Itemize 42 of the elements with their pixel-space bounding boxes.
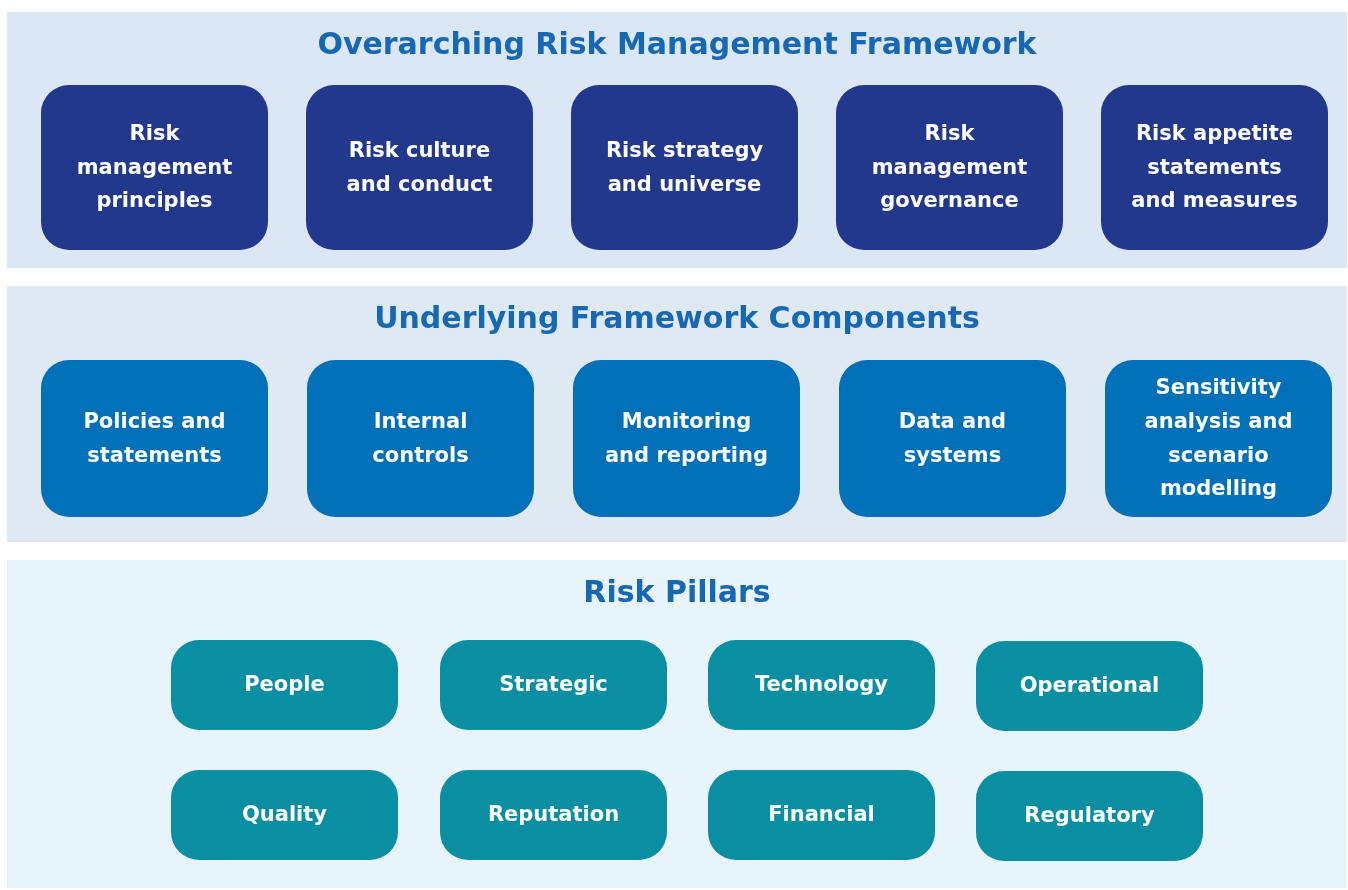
component-box — [41, 360, 268, 517]
component-label: Strategic — [499, 671, 608, 699]
component-label: Regulatory — [1024, 802, 1155, 830]
component-label: Financial — [768, 801, 875, 829]
section-band — [7, 286, 1347, 542]
component-box — [307, 360, 534, 517]
component-label: Technology — [755, 671, 888, 699]
component-box — [708, 640, 935, 730]
component-label: People — [244, 671, 325, 699]
component-label: Monitoring and reporting — [603, 407, 770, 469]
component-box — [306, 85, 533, 250]
section-title: Risk Pillars — [582, 574, 772, 609]
component-label: Risk strategy and universe — [604, 136, 765, 198]
component-box — [1101, 85, 1328, 250]
component-label: Risk culture and conduct — [345, 136, 494, 198]
component-box — [836, 85, 1063, 250]
section-title: Overarching Risk Management Framework — [316, 26, 1038, 61]
component-label: Sensitivity analysis and scenario modelling — [1143, 374, 1294, 503]
section-title: Underlying Framework Components — [373, 300, 981, 335]
component-label: Risk appetite statements and measures — [1131, 120, 1298, 215]
section-band — [7, 12, 1347, 268]
component-box — [41, 85, 268, 250]
component-box — [839, 360, 1066, 517]
component-label: Quality — [241, 801, 328, 829]
component-label: Data and systems — [897, 407, 1008, 469]
component-box — [440, 640, 667, 730]
component-box — [171, 640, 398, 730]
component-box — [440, 770, 667, 860]
component-label: Operational — [1019, 672, 1160, 700]
component-box — [171, 770, 398, 860]
component-label: Policies and statements — [82, 407, 227, 469]
component-box — [708, 770, 935, 860]
component-box — [571, 85, 798, 250]
component-box — [573, 360, 800, 517]
component-box — [976, 641, 1203, 731]
component-label: Reputation — [487, 801, 620, 829]
section-band — [7, 560, 1347, 888]
component-label: Internal controls — [371, 407, 470, 469]
component-box — [1105, 360, 1332, 517]
component-box — [976, 771, 1203, 861]
component-label: Risk management principles — [75, 120, 234, 215]
component-label: Risk management governance — [870, 120, 1029, 215]
